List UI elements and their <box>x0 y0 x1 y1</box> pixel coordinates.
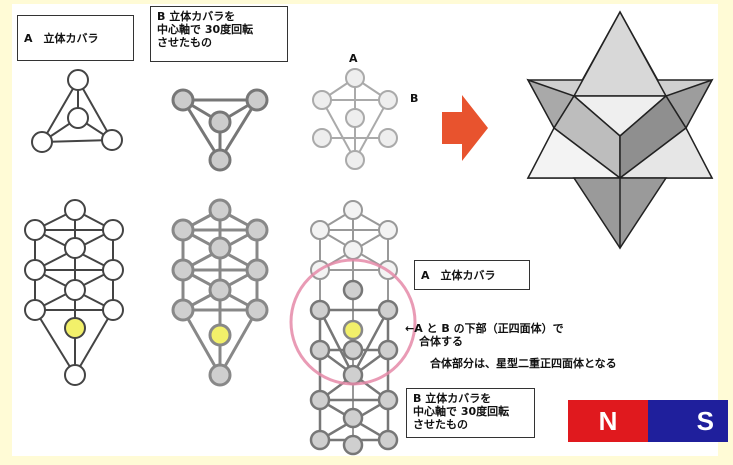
label-box-b-top-line1: B 立体カバラを <box>157 10 236 23</box>
kabbalah-combined-lower <box>309 279 399 456</box>
label-box-b-top-line3: させたもの <box>157 36 212 49</box>
label-box-b-bottom: B 立体カバラを 中心軸で 30度回転 させたもの <box>406 388 535 438</box>
badge-n-text: N <box>598 405 618 436</box>
kabbalah-a-top <box>31 69 123 153</box>
highlight-node <box>342 319 364 341</box>
badge-s-text: S <box>696 405 714 436</box>
label-box-a-top-text: A 立体カバラ <box>24 31 99 45</box>
merge-note-line2: 合体する <box>419 335 463 348</box>
kabbalah-ab-top <box>312 68 398 170</box>
label-box-b-bottom-line2: 中心軸で 30度回転 <box>413 405 510 418</box>
label-box-a-top: A 立体カバラ <box>17 15 134 61</box>
kabbalah-b-top <box>171 88 269 172</box>
letter-b-label: B <box>410 92 419 105</box>
highlight-node <box>208 323 232 347</box>
right-arrow-icon <box>442 95 488 161</box>
label-box-b-bottom-line1: B 立体カバラを <box>413 392 492 405</box>
label-box-b-top-line2: 中心軸で 30度回転 <box>157 23 254 36</box>
kabbalah-a-full <box>24 199 124 386</box>
star-note: 合体部分は、星型二重正四面体となる <box>430 357 617 370</box>
badge-n: N <box>568 400 648 442</box>
letter-a-label: A <box>349 52 358 65</box>
label-box-b-top: B 立体カバラを 中心軸で 30度回転 させたもの <box>150 6 288 62</box>
badge-s: S <box>648 400 728 442</box>
merge-note-line1: ←A と B の下部（正四面体）で <box>405 322 564 335</box>
label-box-a-mid: A 立体カバラ <box>414 260 530 290</box>
highlight-node <box>64 317 86 339</box>
kabbalah-b-full <box>171 198 269 387</box>
merge-region-ring <box>289 258 417 386</box>
label-box-b-bottom-line3: させたもの <box>413 418 468 431</box>
label-box-a-mid-text: A 立体カバラ <box>421 268 496 282</box>
merge-note: ←A と B の下部（正四面体）で 合体する <box>405 322 564 348</box>
star-tetrahedron <box>526 10 714 250</box>
